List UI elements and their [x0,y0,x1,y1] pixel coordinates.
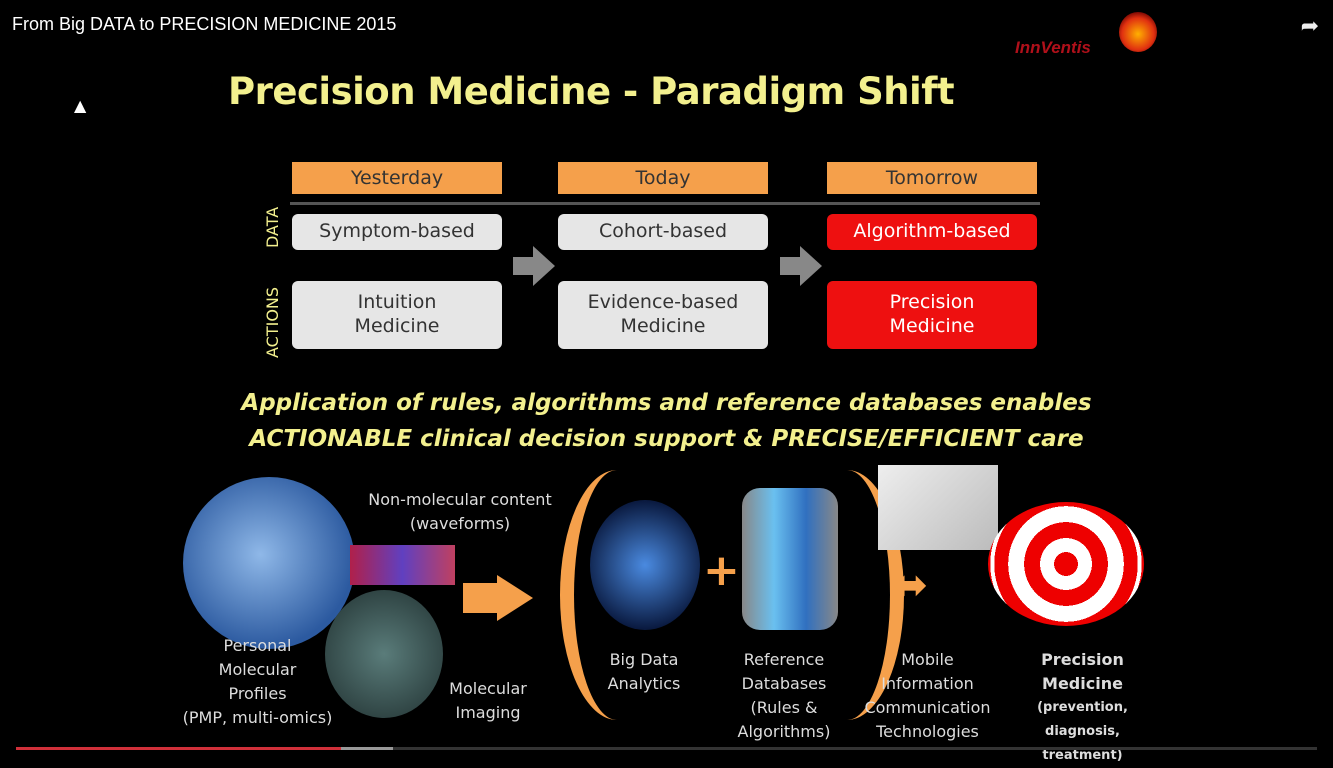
data-cell: Algorithm-based [827,214,1037,250]
target-image [988,502,1144,626]
plus-icon: + [703,545,740,596]
column-header-tomorrow: Tomorrow [827,162,1037,194]
column-header-today: Today [558,162,768,194]
data-cell: Cohort-based [558,214,768,250]
label-nonmolecular: Non-molecular content(waveforms) [368,490,552,533]
mouse-cursor-icon: ▲ [74,96,87,115]
tagline-line: Application of rules, algorithms and ref… [241,390,1092,416]
innventis-logo: InnVentis [1015,12,1165,62]
waveform-image [350,545,455,585]
doctor-tablet-image [878,465,998,550]
molecular-imaging-image [325,590,443,718]
data-cell: Symptom-based [292,214,502,250]
progress-played[interactable] [16,747,342,750]
divider [290,202,1040,205]
slide-title: Precision Medicine - Paradigm Shift [228,70,955,113]
share-icon[interactable]: ➦ [1300,14,1319,39]
progress-track[interactable] [16,747,1317,750]
row-label-actions: ACTIONS [263,286,282,358]
double-arrow-icon: ⬌ [893,560,929,609]
tagline-line: ACTIONABLE clinical decision support & P… [249,426,1084,452]
arrow-right-icon [513,246,555,286]
arrow-right-icon [463,583,499,613]
brain-image [590,500,700,630]
hand-image [183,477,355,649]
arrow-right-icon [780,246,822,286]
video-title[interactable]: From Big DATA to PRECISION MEDICINE 2015 [12,14,397,34]
column-header-yesterday: Yesterday [292,162,502,194]
row-label-data: DATA [263,206,282,248]
